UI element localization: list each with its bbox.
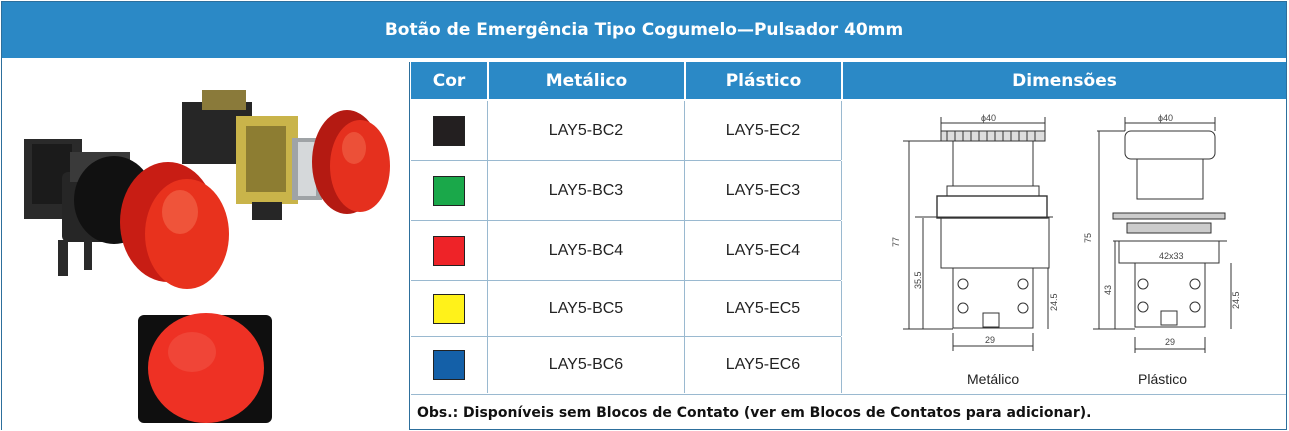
plastico-caption: Plástico [1138,371,1188,387]
model-plastico: LAY5-EC4 [685,221,842,280]
plastico-drawing [1093,117,1232,353]
model-plastico: LAY5-EC5 [685,281,842,336]
table-row: LAY5-BC2 LAY5-EC2 [411,101,842,161]
color-swatch-blue [433,350,465,380]
plastico-diameter-label: ɸ40 [1158,113,1173,123]
plastico-width-label: 29 [1165,337,1175,347]
product-photo [24,90,390,423]
metalico-lower-label: 35.5 [913,271,923,289]
header-cor: Cor [411,62,487,99]
dimensions-drawing-cell: ɸ40 77 35.5 24.5 29 [843,101,1286,393]
plastico-height-label: 75 [1083,233,1093,243]
dimensions-drawing: ɸ40 77 35.5 24.5 29 [891,113,1241,353]
button-unit-right-illustration [182,90,390,220]
metalico-height-label: 77 [891,237,901,247]
button-front-view-illustration [138,313,272,423]
metalico-width-label: 29 [985,335,995,345]
table-row: LAY5-BC6 LAY5-EC6 [411,337,842,393]
plastico-bracket-label: 42x33 [1159,251,1184,261]
color-swatch-red [433,235,465,266]
observation-note: Obs.: Disponíveis sem Blocos de Contato … [411,394,1286,430]
model-metalico: LAY5-BC3 [488,161,685,220]
model-metalico: LAY5-BC6 [488,337,685,393]
plastico-lower-label: 43 [1103,285,1113,295]
header-metalico: Metálico [489,62,684,99]
model-plastico: LAY5-EC2 [685,101,842,160]
model-metalico: LAY5-BC4 [488,221,685,280]
model-metalico: LAY5-BC5 [488,281,685,336]
plastico-contact-label: 24.5 [1231,291,1241,309]
header-plastico: Plástico [686,62,841,99]
color-swatch-yellow [433,293,465,324]
model-plastico: LAY5-EC3 [685,161,842,220]
table-row: LAY5-BC3 LAY5-EC3 [411,161,842,221]
model-plastico: LAY5-EC6 [685,337,842,393]
model-metalico: LAY5-BC2 [488,101,685,160]
table-row: LAY5-BC5 LAY5-EC5 [411,281,842,337]
button-unit-left-illustration [24,139,229,289]
product-photo-cell [2,62,410,430]
metalico-contact-label: 24.5 [1049,293,1059,311]
color-swatch-green [433,175,465,206]
color-swatch-black [433,115,465,146]
metalico-diameter-label: ɸ40 [981,113,996,123]
header-dimensoes: Dimensões [843,62,1286,99]
metalico-drawing [903,117,1053,351]
table-row: LAY5-BC4 LAY5-EC4 [411,221,842,281]
table-title: Botão de Emergência Tipo Cogumelo—Pulsad… [2,2,1286,60]
metalico-caption: Metálico [967,371,1020,387]
